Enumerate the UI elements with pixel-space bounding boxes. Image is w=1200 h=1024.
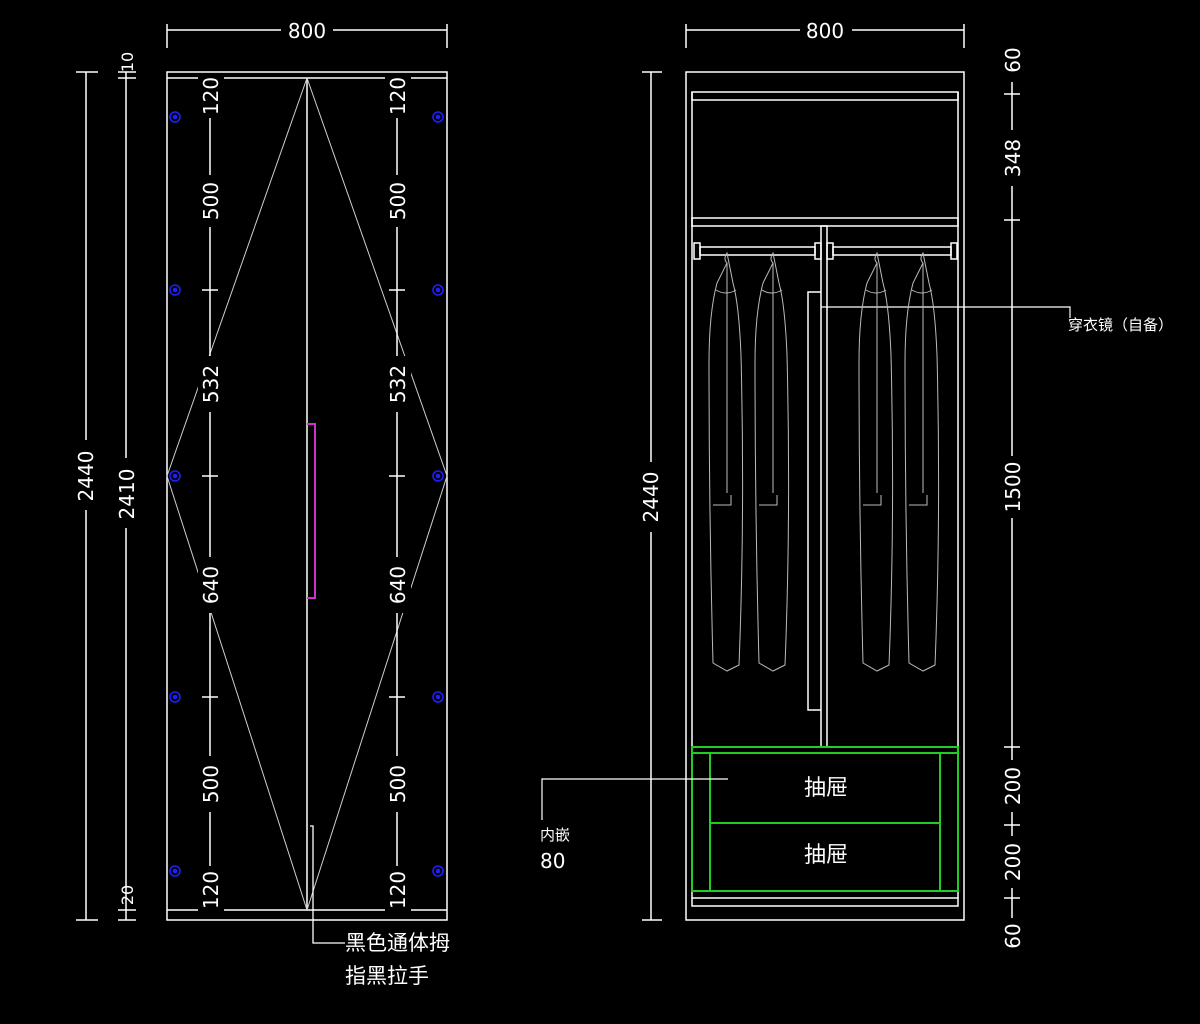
left-spacing-label: 532 — [199, 365, 223, 403]
hinge-icon — [432, 111, 444, 123]
section-dim-label: 348 — [1001, 139, 1025, 177]
front-door-height-dimension — [113, 71, 141, 921]
inset-leader-line — [541, 778, 728, 820]
inset-note-line-1: 内嵌 — [540, 826, 570, 844]
hanging-clothes — [708, 251, 940, 672]
section-width-label: 800 — [806, 19, 844, 43]
drawer-2-label: 抽屉 — [804, 843, 848, 868]
inset-note-line-2: 80 — [540, 849, 565, 873]
section-dim-label: 60 — [1001, 47, 1025, 72]
section-dim-label: 200 — [1001, 767, 1025, 805]
right-spacing-label: 640 — [386, 566, 410, 604]
section-dim-label: 1500 — [1001, 462, 1025, 513]
right-spacing-label: 120 — [386, 77, 410, 115]
front-top-gap-label: 10 — [118, 52, 137, 72]
handle-leader-line — [310, 825, 345, 944]
right-hinge-dimension-chain — [385, 74, 411, 914]
front-overall-height-dimension — [72, 71, 100, 921]
front-cabinet-outline — [166, 71, 448, 921]
hinge-icon — [432, 284, 444, 296]
handle-note-line-2: 指黑拉手 — [345, 964, 429, 988]
door-swing-lines — [166, 77, 448, 911]
hinge-icon — [169, 111, 181, 123]
front-view-labels: 800 2440 2410 10 20 120 500 532 640 500 … — [74, 19, 450, 988]
coat-icon — [754, 251, 790, 672]
coat-icon — [708, 251, 744, 672]
section-overall-height-label: 2440 — [639, 472, 663, 523]
left-hinge-dimension-chain — [198, 74, 224, 914]
coat-icon — [858, 251, 894, 672]
front-width-dimension — [166, 19, 448, 48]
hinge-icon — [432, 691, 444, 703]
right-spacing-label: 532 — [386, 365, 410, 403]
hinge-icon — [169, 865, 181, 877]
rail-note: 穿衣镜（自备） — [1068, 316, 1173, 334]
left-spacing-label: 500 — [199, 765, 223, 803]
left-spacing-label: 500 — [199, 182, 223, 220]
front-overall-height-label: 2440 — [74, 451, 98, 502]
front-door-height-label: 2410 — [115, 469, 139, 520]
door-handle — [307, 423, 316, 599]
hinge-markers — [169, 111, 444, 877]
front-view — [72, 19, 448, 944]
section-width-dimension — [685, 19, 965, 48]
drawer-1-label: 抽屉 — [804, 776, 848, 801]
front-bottom-gap-label: 20 — [118, 885, 137, 905]
section-view — [541, 19, 1071, 954]
right-spacing-label: 500 — [386, 182, 410, 220]
section-view-labels: 800 2440 60 348 1500 200 200 60 穿衣镜（自备） … — [540, 19, 1173, 949]
mirror-rail — [807, 291, 821, 711]
coat-icon — [904, 251, 940, 672]
hinge-icon — [169, 284, 181, 296]
hinge-icon — [432, 470, 444, 482]
handle-note-line-1: 黑色通体拇 — [345, 931, 450, 955]
hanging-rails — [693, 242, 958, 260]
hinge-icon — [169, 470, 181, 482]
hinge-icon — [432, 865, 444, 877]
right-spacing-label: 120 — [386, 871, 410, 909]
section-overall-height-dimension — [637, 71, 665, 921]
drawer-block — [691, 746, 959, 892]
section-dim-label: 60 — [1001, 923, 1025, 948]
section-dim-label: 200 — [1001, 843, 1025, 881]
rail-leader-line — [821, 306, 1071, 318]
right-spacing-label: 500 — [386, 765, 410, 803]
left-spacing-label: 120 — [199, 77, 223, 115]
section-cabinet-outline — [685, 71, 965, 921]
hinge-icon — [169, 691, 181, 703]
left-spacing-label: 640 — [199, 566, 223, 604]
front-width-label: 800 — [288, 19, 326, 43]
bottom-panel — [691, 897, 959, 907]
section-right-dimension-chain — [1000, 38, 1026, 954]
left-spacing-label: 120 — [199, 871, 223, 909]
